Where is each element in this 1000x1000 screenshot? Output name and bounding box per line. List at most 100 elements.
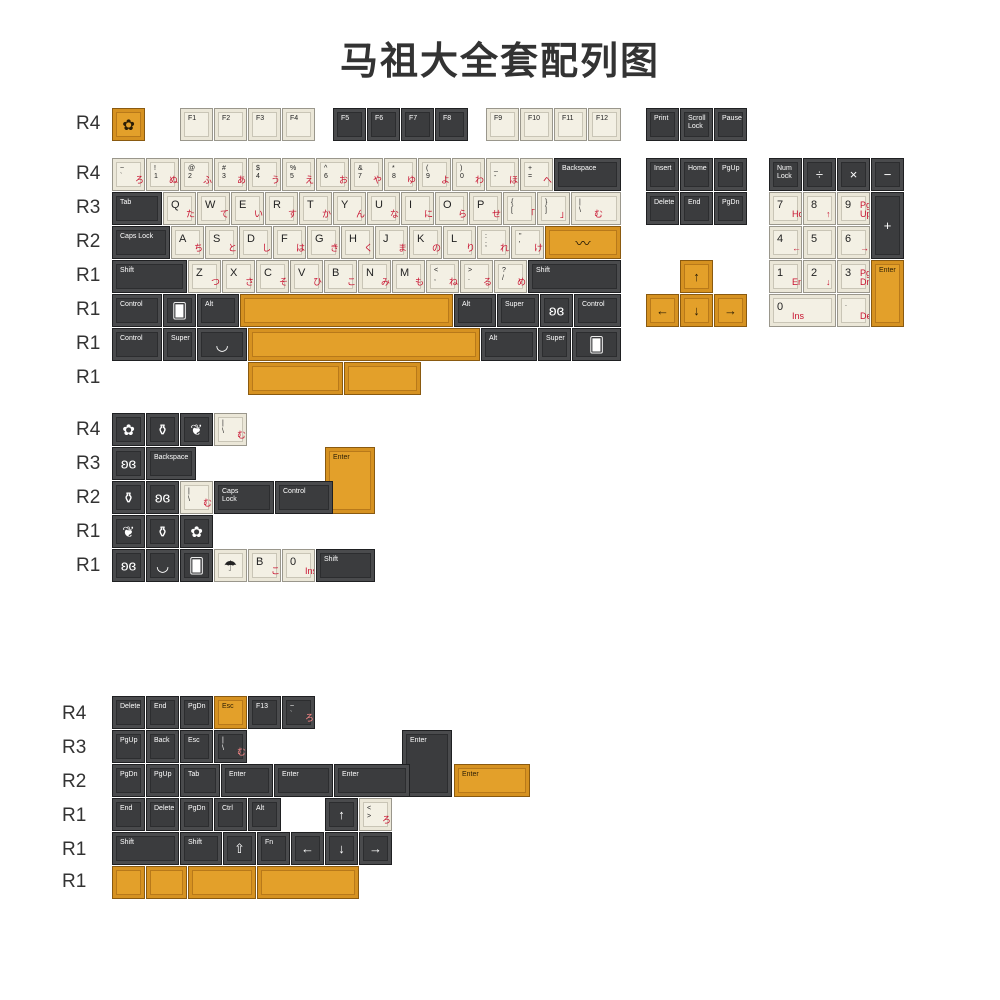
keycap[interactable]: Super [497, 294, 539, 327]
keycap[interactable]: End [680, 192, 713, 225]
keycap[interactable]: Enter [871, 260, 904, 327]
keycap[interactable]: Control [112, 328, 162, 361]
keycap[interactable]: ⚱ [112, 481, 145, 514]
keycap[interactable]: ʚɞ [540, 294, 573, 327]
keycap[interactable]: 9Pg Up [837, 192, 870, 225]
keycap[interactable]: F6 [367, 108, 400, 141]
keycap[interactable]: PgDn [112, 764, 145, 797]
keycap[interactable]: F11 [554, 108, 587, 141]
keycap[interactable]: Super [538, 328, 571, 361]
keycap[interactable]: Ctrl [214, 798, 247, 831]
keycap[interactable]: Delete [646, 192, 679, 225]
keycap[interactable] [188, 866, 256, 899]
keycap[interactable]: 🂠 [163, 294, 196, 327]
keycap[interactable]: Caps Lock [112, 226, 170, 259]
keycap[interactable]: } ]」 [537, 192, 570, 225]
keycap[interactable]: Esc [214, 696, 247, 729]
keycap[interactable]: ÷ [803, 158, 836, 191]
keycap[interactable]: < >ろ [359, 798, 392, 831]
keycap[interactable]: 6→ [837, 226, 870, 259]
keycap[interactable]: F9 [486, 108, 519, 141]
keycap[interactable]: ⚱ [146, 515, 179, 548]
keycap[interactable]: ◡ [197, 328, 247, 361]
keycap[interactable]: + [871, 192, 904, 259]
keycap[interactable]: Shift [112, 260, 187, 293]
keycap[interactable]: F3 [248, 108, 281, 141]
keycap[interactable]: 1End [769, 260, 802, 293]
keycap[interactable]: ☂ [214, 549, 247, 582]
keycap[interactable]: F7 [401, 108, 434, 141]
keycap[interactable]: Alt [248, 798, 281, 831]
keycap[interactable]: Enter [454, 764, 530, 797]
keycap[interactable]: Fn [257, 832, 290, 865]
keycap[interactable]: | \む [214, 730, 247, 763]
keycap[interactable]: F13 [248, 696, 281, 729]
keycap[interactable]: F1 [180, 108, 213, 141]
keycap[interactable]: PgDn [180, 798, 213, 831]
keycap[interactable]: 7Home [769, 192, 802, 225]
keycap[interactable]: ⚱ [146, 413, 179, 446]
keycap[interactable]: ← [646, 294, 679, 327]
keycap[interactable]: 🂠 [180, 549, 213, 582]
keycap[interactable]: Home [680, 158, 713, 191]
keycap[interactable]: ✿ [112, 108, 145, 141]
keycap[interactable]: Pause [714, 108, 747, 141]
keycap[interactable]: Shift [112, 832, 179, 865]
keycap[interactable]: | \む [180, 481, 213, 514]
keycap[interactable]: ? /め [494, 260, 527, 293]
keycap[interactable] [146, 866, 187, 899]
keycap[interactable]: Backspace [146, 447, 196, 480]
keycap[interactable]: Enter [325, 447, 375, 514]
keycap[interactable] [344, 362, 421, 395]
keycap[interactable]: ~ `ろ [112, 158, 145, 191]
keycap[interactable]: F12 [588, 108, 621, 141]
keycap[interactable]: Alt [481, 328, 537, 361]
keycap[interactable]: Print [646, 108, 679, 141]
keycap[interactable]: Backspace [554, 158, 621, 191]
keycap[interactable]: Shift [316, 549, 375, 582]
keycap[interactable]: Alt [197, 294, 239, 327]
keycap[interactable]: PgUp [146, 764, 179, 797]
keycap[interactable]: Scroll Lock [680, 108, 713, 141]
keycap[interactable]: ❦ [112, 515, 145, 548]
keycap[interactable]: × [837, 158, 870, 191]
keycap[interactable]: Super [163, 328, 196, 361]
keycap[interactable]: ❦ [180, 413, 213, 446]
keycap[interactable]: 🂠 [572, 328, 621, 361]
keycap[interactable]: ✿ [180, 515, 213, 548]
keycap[interactable]: Alt [454, 294, 496, 327]
keycap[interactable]: Control [574, 294, 621, 327]
keycap[interactable]: ← [291, 832, 324, 865]
keycap[interactable]: { [「 [503, 192, 536, 225]
keycap[interactable]: + =へ [520, 158, 553, 191]
keycap[interactable]: ↑ [325, 798, 358, 831]
keycap[interactable]: " 'け [511, 226, 544, 259]
keycap[interactable]: ✿ [112, 413, 145, 446]
keycap[interactable]: F4 [282, 108, 315, 141]
keycap[interactable]: Shift [180, 832, 222, 865]
keycap[interactable] [257, 866, 359, 899]
keycap[interactable]: Enter [402, 730, 452, 797]
keycap[interactable]: : ;れ [477, 226, 510, 259]
keycap[interactable] [248, 328, 480, 361]
